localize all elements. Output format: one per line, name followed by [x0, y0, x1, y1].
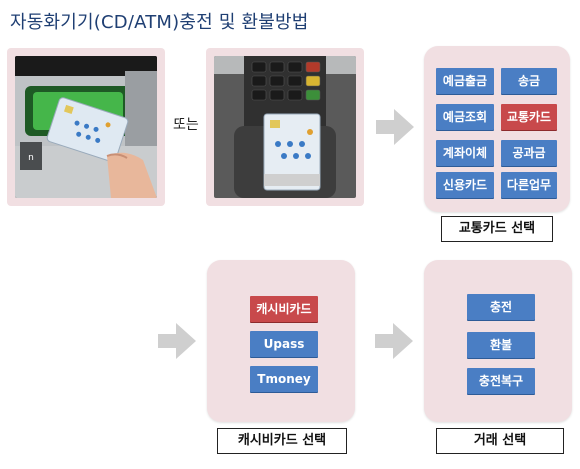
card-option-upass[interactable]: Upass — [250, 331, 318, 357]
step1-caption: 교통카드 선택 — [441, 216, 553, 242]
svg-text:n: n — [28, 153, 34, 163]
menu-button-deposit-withdraw[interactable]: 예금출금 — [436, 68, 494, 94]
menu-button-credit-card[interactable]: 신용카드 — [436, 172, 494, 198]
right-arrow-icon — [375, 323, 413, 359]
step2-caption: 캐시비카드 선택 — [217, 428, 347, 454]
atm-menu-panel: 예금출금 송금 예금조회 교통카드 계좌이체 공과금 신용카드 다른업무 — [424, 46, 570, 212]
atm-photo-frame-1: n — [7, 48, 165, 206]
transaction-charge-button[interactable]: 충전 — [467, 294, 535, 320]
keypad-card-photo — [214, 56, 356, 198]
right-arrow-icon — [158, 323, 196, 359]
card-type-panel: 캐시비카드 Upass Tmoney — [207, 260, 355, 422]
transaction-refund-button[interactable]: 환불 — [467, 332, 535, 358]
page-title: 자동화기기(CD/ATM)충전 및 환불방법 — [10, 12, 309, 33]
card-option-tmoney[interactable]: Tmoney — [250, 366, 318, 392]
right-arrow-icon — [376, 109, 414, 145]
menu-button-transit-card[interactable]: 교통카드 — [501, 104, 557, 130]
atm-card-slot-photo: n — [15, 56, 157, 198]
transaction-panel: 충전 환불 충전복구 — [424, 260, 572, 422]
menu-button-balance[interactable]: 예금조회 — [436, 104, 494, 130]
card-option-cashbee[interactable]: 캐시비카드 — [250, 296, 318, 322]
menu-button-transfer[interactable]: 송금 — [501, 68, 557, 94]
atm-photo-frame-2 — [206, 48, 364, 206]
menu-button-other[interactable]: 다른업무 — [501, 172, 557, 198]
step3-caption: 거래 선택 — [436, 428, 564, 454]
menu-button-account-transfer[interactable]: 계좌이체 — [436, 140, 494, 166]
transaction-recover-button[interactable]: 충전복구 — [467, 368, 535, 394]
or-label: 또는 — [173, 117, 199, 133]
menu-button-utility[interactable]: 공과금 — [501, 140, 557, 166]
